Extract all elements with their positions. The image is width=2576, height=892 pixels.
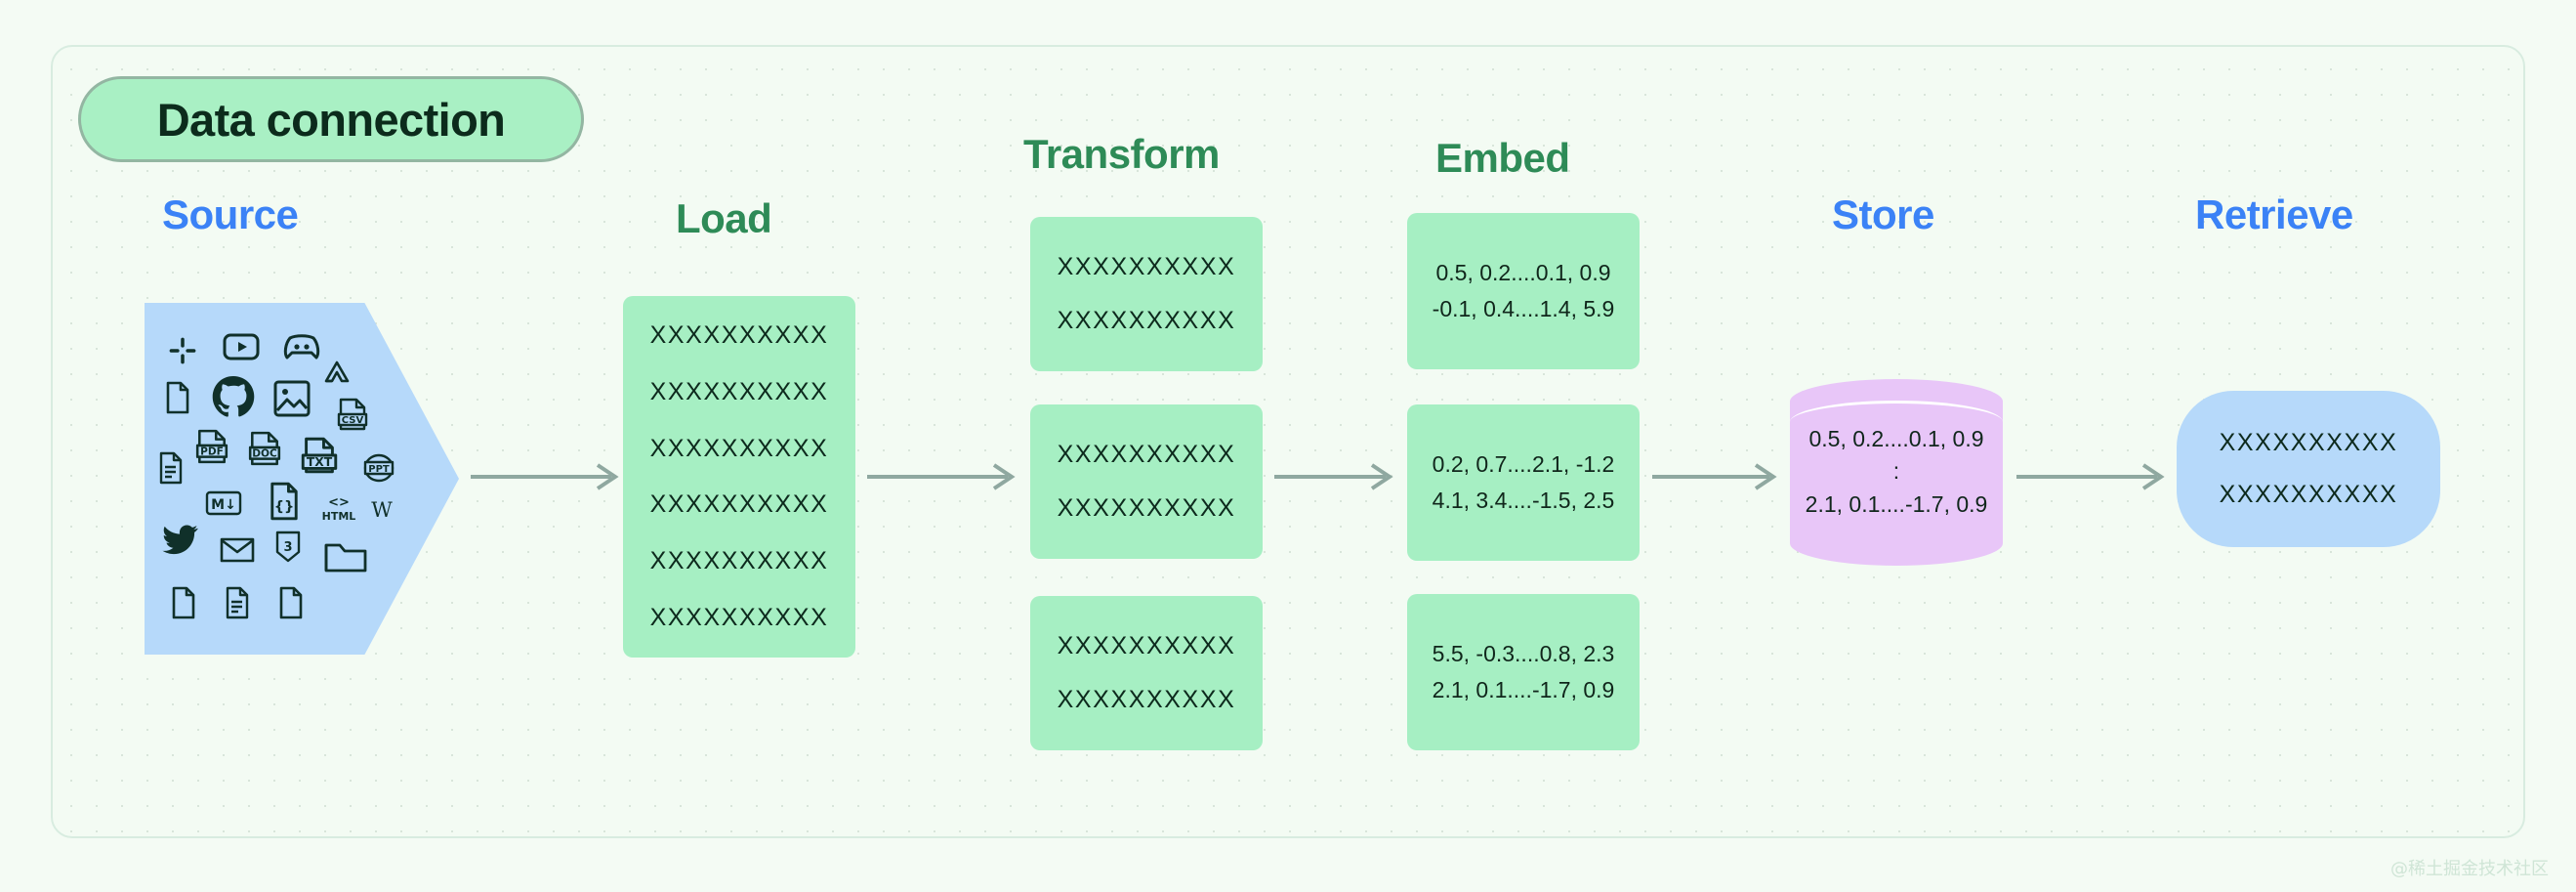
image-icon [272, 379, 312, 418]
load-row: XXXXXXXXXX [649, 434, 829, 462]
embed-vector-row: 5.5, -0.3....0.8, 2.3 [1432, 641, 1615, 666]
svg-text:<>: <> [328, 495, 350, 510]
slack-icon [166, 334, 199, 367]
svg-text:DOC: DOC [252, 447, 277, 459]
heading-retrieve: Retrieve [2195, 191, 2353, 237]
embed-vector-row: 0.2, 0.7....2.1, -1.2 [1432, 451, 1615, 477]
transform-block: XXXXXXXXXX XXXXXXXXXX [1030, 596, 1263, 750]
arrow-transform-to-embed [1274, 463, 1393, 490]
arrow-embed-to-store [1652, 463, 1777, 490]
csv-file-icon: CSV [336, 397, 369, 432]
load-row: XXXXXXXXXX [649, 603, 829, 631]
watermark: @稀土掘金技术社区 [2390, 859, 2549, 879]
embed-vector-row: -0.1, 0.4....1.4, 5.9 [1432, 296, 1615, 321]
store-ellipsis: : [1892, 458, 1900, 485]
arrow-store-to-retrieve [2016, 463, 2165, 490]
svg-text:{}: {} [274, 499, 295, 515]
discord-icon [281, 330, 322, 363]
store-cylinder: 0.5, 0.2....0.1, 0.9 : 2.1, 0.1....-1.7,… [1790, 379, 2003, 566]
arrow-source-to-load [471, 463, 619, 490]
document-lines-icon [156, 449, 186, 487]
file-icon-3 [276, 584, 306, 621]
cylinder-lip [1790, 401, 2003, 444]
document-lines-icon-2 [223, 584, 252, 621]
load-row: XXXXXXXXXX [649, 377, 829, 405]
embed-block: 5.5, -0.3....0.8, 2.3 2.1, 0.1....-1.7, … [1407, 594, 1640, 750]
youtube-icon [222, 330, 261, 363]
css3-icon: 3 [273, 530, 303, 565]
wikipedia-icon: W [367, 494, 396, 524]
store-vector-row: 0.5, 0.2....0.1, 0.9 [1808, 425, 1984, 451]
embed-vector-row: 0.5, 0.2....0.1, 0.9 [1435, 260, 1611, 285]
store-text: 0.5, 0.2....0.1, 0.9 : 2.1, 0.1....-1.7,… [1790, 379, 2003, 565]
svg-text:TXT: TXT [307, 455, 333, 469]
load-row: XXXXXXXXXX [649, 490, 829, 519]
google-drive-icon [322, 359, 352, 388]
ppt-file-icon: PPT [361, 451, 396, 485]
retrieve-row: XXXXXXXXXX [2219, 429, 2398, 456]
arrow-load-to-transform [867, 463, 1016, 490]
code-file-icon: {} [268, 481, 301, 522]
heading-store: Store [1832, 191, 1934, 237]
embed-vector-row: 2.1, 0.1....-1.7, 0.9 [1432, 677, 1615, 702]
transform-row: XXXXXXXXXX [1057, 441, 1236, 468]
transform-row: XXXXXXXXXX [1057, 632, 1236, 659]
retrieve-row: XXXXXXXXXX [2219, 481, 2398, 508]
transform-block: XXXXXXXXXX XXXXXXXXXX [1030, 217, 1263, 371]
file-icon [163, 379, 192, 416]
heading-transform: Transform [1023, 131, 1220, 177]
transform-row: XXXXXXXXXX [1057, 686, 1236, 713]
title-badge: Data connection [78, 76, 584, 162]
title-badge-label: Data connection [156, 93, 506, 146]
folder-icon [323, 537, 368, 574]
svg-text:M↓: M↓ [211, 497, 236, 513]
heading-source: Source [162, 191, 299, 237]
svg-text:PPT: PPT [368, 464, 390, 475]
svg-text:PDF: PDF [200, 446, 224, 457]
embed-block: 0.2, 0.7....2.1, -1.2 4.1, 3.4....-1.5, … [1407, 404, 1640, 561]
email-icon [219, 535, 256, 565]
svg-text:CSV: CSV [342, 415, 364, 426]
svg-text:HTML: HTML [322, 510, 356, 523]
retrieve-block: XXXXXXXXXX XXXXXXXXXX [2177, 391, 2440, 547]
github-icon [209, 373, 258, 422]
svg-text:3: 3 [283, 540, 292, 555]
embed-vector-row: 4.1, 3.4....-1.5, 2.5 [1432, 488, 1615, 513]
load-row: XXXXXXXXXX [649, 321, 829, 349]
heading-load: Load [676, 195, 772, 241]
load-row: XXXXXXXXXX [649, 547, 829, 575]
heading-embed: Embed [1435, 135, 1570, 181]
transform-row: XXXXXXXXXX [1057, 494, 1236, 522]
transform-row: XXXXXXXXXX [1057, 253, 1236, 280]
file-icon-2 [169, 584, 198, 621]
twitter-icon [161, 523, 200, 558]
doc-file-icon: DOC [246, 430, 283, 467]
store-vector-row: 2.1, 0.1....-1.7, 0.9 [1805, 490, 1988, 517]
txt-file-icon: TXT [300, 436, 339, 475]
markdown-icon: M↓ [205, 488, 242, 518]
load-block: XXXXXXXXXX XXXXXXXXXX XXXXXXXXXX XXXXXXX… [623, 296, 855, 658]
svg-text:W: W [371, 498, 393, 522]
pdf-file-icon: PDF [193, 428, 230, 465]
transform-block: XXXXXXXXXX XXXXXXXXXX [1030, 404, 1263, 559]
transform-row: XXXXXXXXXX [1057, 307, 1236, 334]
html-icon: <> HTML [318, 491, 359, 525]
embed-block: 0.5, 0.2....0.1, 0.9 -0.1, 0.4....1.4, 5… [1407, 213, 1640, 369]
diagram-panel [51, 45, 2525, 838]
